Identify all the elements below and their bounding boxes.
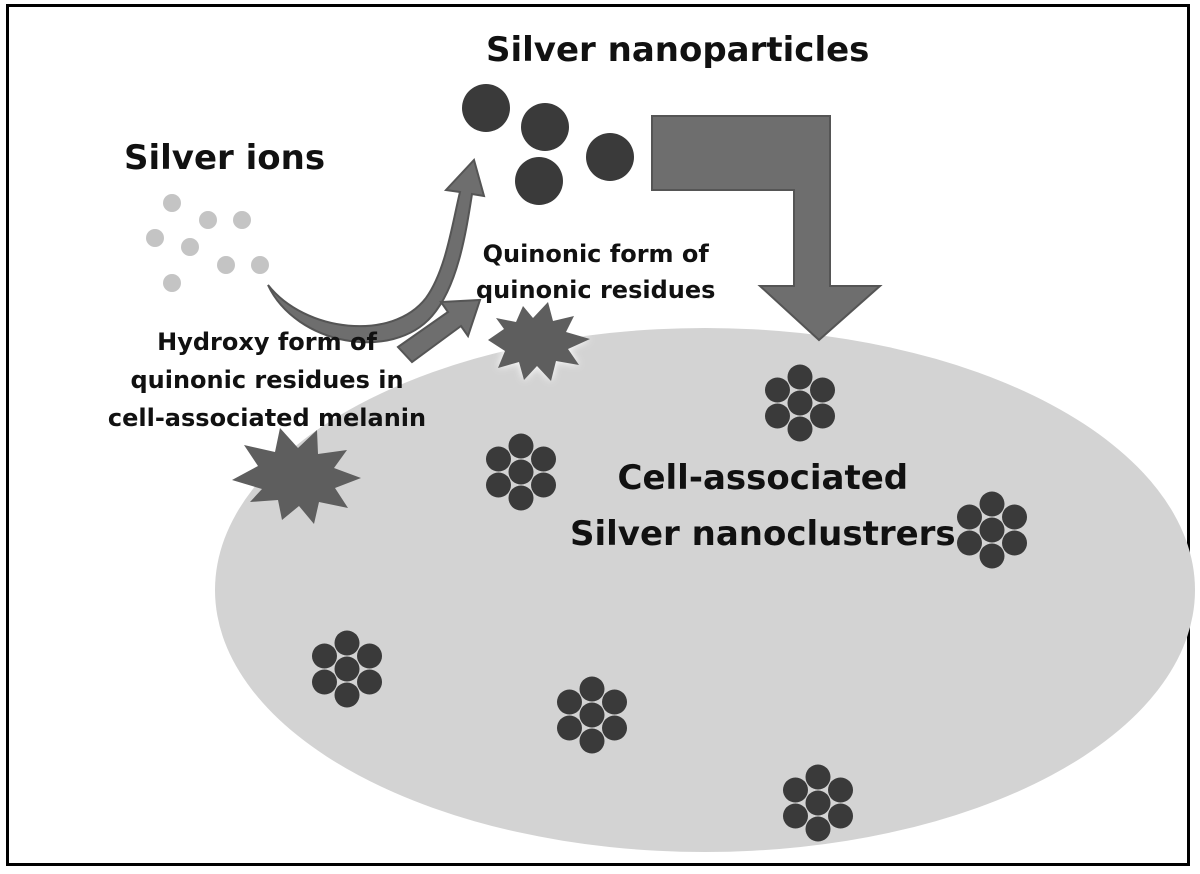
- silver-nanoparticles: [462, 84, 634, 205]
- nanocluster: [311, 630, 383, 708]
- reduction-curved-arrow: [267, 158, 486, 344]
- cluster-particle: [956, 504, 982, 530]
- nanoparticle: [586, 133, 634, 181]
- nanocluster: [556, 676, 628, 754]
- nanoclusters-line1: Cell-associated: [617, 458, 909, 498]
- cluster-particle: [979, 543, 1005, 569]
- cluster-particle: [579, 702, 605, 728]
- nanoclusters-label: Cell-associated Silver nanoclustrers: [570, 450, 956, 562]
- hydroxy-form-line1: Hydroxy form of: [157, 328, 377, 356]
- cluster-particle: [556, 689, 582, 715]
- hydroxy-form-label: Hydroxy form of quinonic residues in cel…: [94, 323, 440, 437]
- cluster-particle: [787, 364, 813, 390]
- cluster-particle: [485, 472, 511, 498]
- cluster-particle: [787, 416, 813, 442]
- ion-dot: [233, 211, 251, 229]
- cluster-particle: [805, 790, 831, 816]
- hydroxy-star: [232, 428, 361, 524]
- ion-dot: [199, 211, 217, 229]
- cluster-particle: [828, 803, 854, 829]
- cluster-particle: [579, 728, 605, 754]
- ion-dot: [181, 238, 199, 256]
- cluster-particle: [485, 446, 511, 472]
- nanocluster: [485, 433, 557, 511]
- nanoparticle: [521, 103, 569, 151]
- cluster-particle: [810, 377, 836, 403]
- ion-dot: [163, 194, 181, 212]
- silver-ions-label: Silver ions: [124, 138, 326, 178]
- nanocluster: [782, 764, 854, 842]
- cluster-particle: [764, 377, 790, 403]
- cluster-particle: [531, 472, 557, 498]
- cluster-particle: [956, 530, 982, 556]
- ion-dot: [217, 256, 235, 274]
- nanoparticle: [515, 157, 563, 205]
- cluster-particle: [579, 676, 605, 702]
- cluster-particle: [311, 643, 337, 669]
- silver-nanoparticles-label: Silver nanoparticles: [486, 30, 870, 70]
- cluster-particle: [508, 433, 534, 459]
- cluster-particle: [357, 643, 383, 669]
- oxidation-arrow: [396, 298, 482, 364]
- quinonic-form-label: Quinonic form of quinonic residues: [476, 236, 715, 308]
- ion-dot: [146, 229, 164, 247]
- cluster-particle: [334, 682, 360, 708]
- cluster-particle: [602, 715, 628, 741]
- cluster-particle: [602, 689, 628, 715]
- nanocluster: [764, 364, 836, 442]
- cluster-particle: [782, 803, 808, 829]
- hydroxy-form-line2: quinonic residues in: [130, 366, 404, 394]
- cell-ellipse: [215, 328, 1195, 852]
- cluster-particle: [979, 491, 1005, 517]
- cluster-particle: [531, 446, 557, 472]
- cluster-particle: [508, 485, 534, 511]
- cluster-particle: [810, 403, 836, 429]
- cluster-particle: [1002, 530, 1028, 556]
- cluster-particle: [357, 669, 383, 695]
- cluster-particle: [764, 403, 790, 429]
- nanoclusters: [311, 364, 1028, 842]
- cluster-particle: [334, 656, 360, 682]
- ion-dot: [251, 256, 269, 274]
- cluster-particle: [805, 764, 831, 790]
- nanocluster: [956, 491, 1028, 569]
- cluster-particle: [787, 390, 813, 416]
- silver-ions: [146, 194, 269, 292]
- cluster-particle: [311, 669, 337, 695]
- hydroxy-form-line3: cell-associated melanin: [107, 404, 427, 432]
- quinonic-form-line1: Quinonic form of: [482, 240, 709, 268]
- nanoclusters-line2: Silver nanoclustrers: [570, 514, 956, 554]
- quinonic-star: [488, 302, 590, 381]
- cluster-particle: [334, 630, 360, 656]
- quinonic-form-line2: quinonic residues: [476, 276, 716, 304]
- cluster-particle: [508, 459, 534, 485]
- ion-dot: [163, 274, 181, 292]
- cluster-particle: [556, 715, 582, 741]
- cluster-particle: [828, 777, 854, 803]
- deposition-arrow: [651, 115, 883, 342]
- cluster-particle: [782, 777, 808, 803]
- cluster-particle: [805, 816, 831, 842]
- nanoparticle: [462, 84, 510, 132]
- cluster-particle: [979, 517, 1005, 543]
- cluster-particle: [1002, 504, 1028, 530]
